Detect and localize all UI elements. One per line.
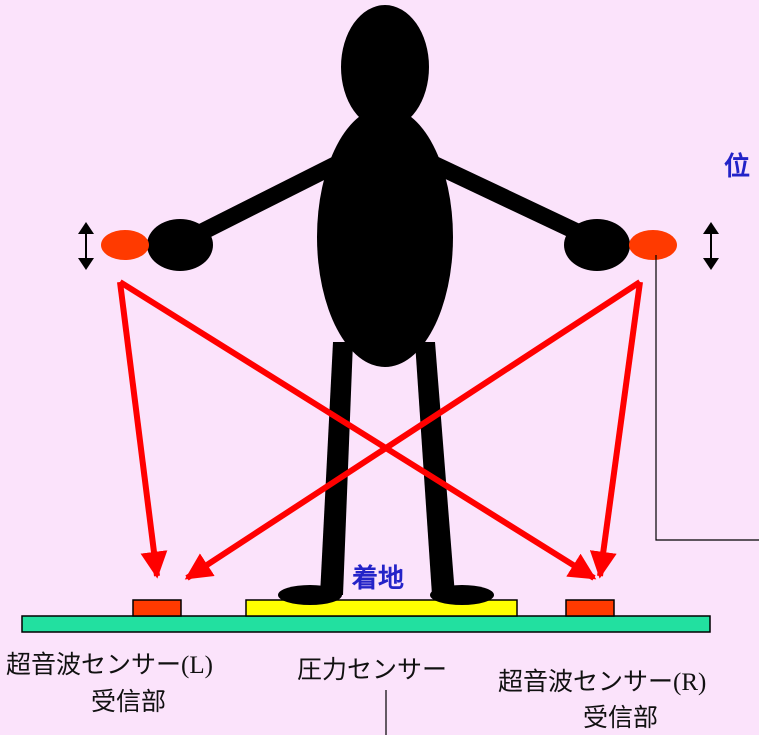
signal-arrow-right-to-right xyxy=(589,281,643,579)
sensor-right-name: 超音波センサー xyxy=(498,667,674,696)
callout-line-right xyxy=(655,255,759,541)
signal-arrow-right-to-left xyxy=(184,279,642,581)
figure-leg-right xyxy=(415,342,455,595)
stick-figure xyxy=(147,5,630,605)
figure-leg-left xyxy=(320,342,353,595)
receiver-right xyxy=(565,599,615,617)
receiver-left xyxy=(132,599,182,617)
sensor-left-name: 超音波センサー xyxy=(6,650,182,679)
position-label-partial: 位 xyxy=(724,152,751,182)
sensor-right-receiver-label: 受信部 xyxy=(583,703,659,732)
figure-hand-left xyxy=(147,219,213,271)
signal-arrow-left-to-right xyxy=(118,279,597,581)
sensor-right-label: 超音波センサー(R) xyxy=(498,662,706,698)
sensor-left-receiver-label: 受信部 xyxy=(91,687,167,716)
vertical-arrow-left-icon xyxy=(78,222,94,270)
landing-label: 着地 xyxy=(352,564,405,594)
vertical-arrow-right-icon xyxy=(703,222,719,270)
pressure-sensor-label: 圧力センサー xyxy=(297,655,448,684)
sensor-left-suffix: (L) xyxy=(181,652,213,679)
figure-arm-right xyxy=(421,152,594,246)
figure-foot-right xyxy=(430,585,494,605)
figure-hand-right xyxy=(564,219,630,271)
floor-strip xyxy=(21,615,711,633)
figure-head xyxy=(341,5,429,129)
signal-arrow-left-to-left xyxy=(117,281,168,579)
figure-arm-left xyxy=(186,152,349,246)
sensor-right-suffix: (R) xyxy=(673,669,707,696)
figure-foot-left xyxy=(278,585,342,605)
transmitter-left xyxy=(101,230,149,260)
transmitter-right xyxy=(629,230,677,260)
figure-body xyxy=(317,107,453,367)
sensor-left-label: 超音波センサー(L) xyxy=(6,645,213,681)
